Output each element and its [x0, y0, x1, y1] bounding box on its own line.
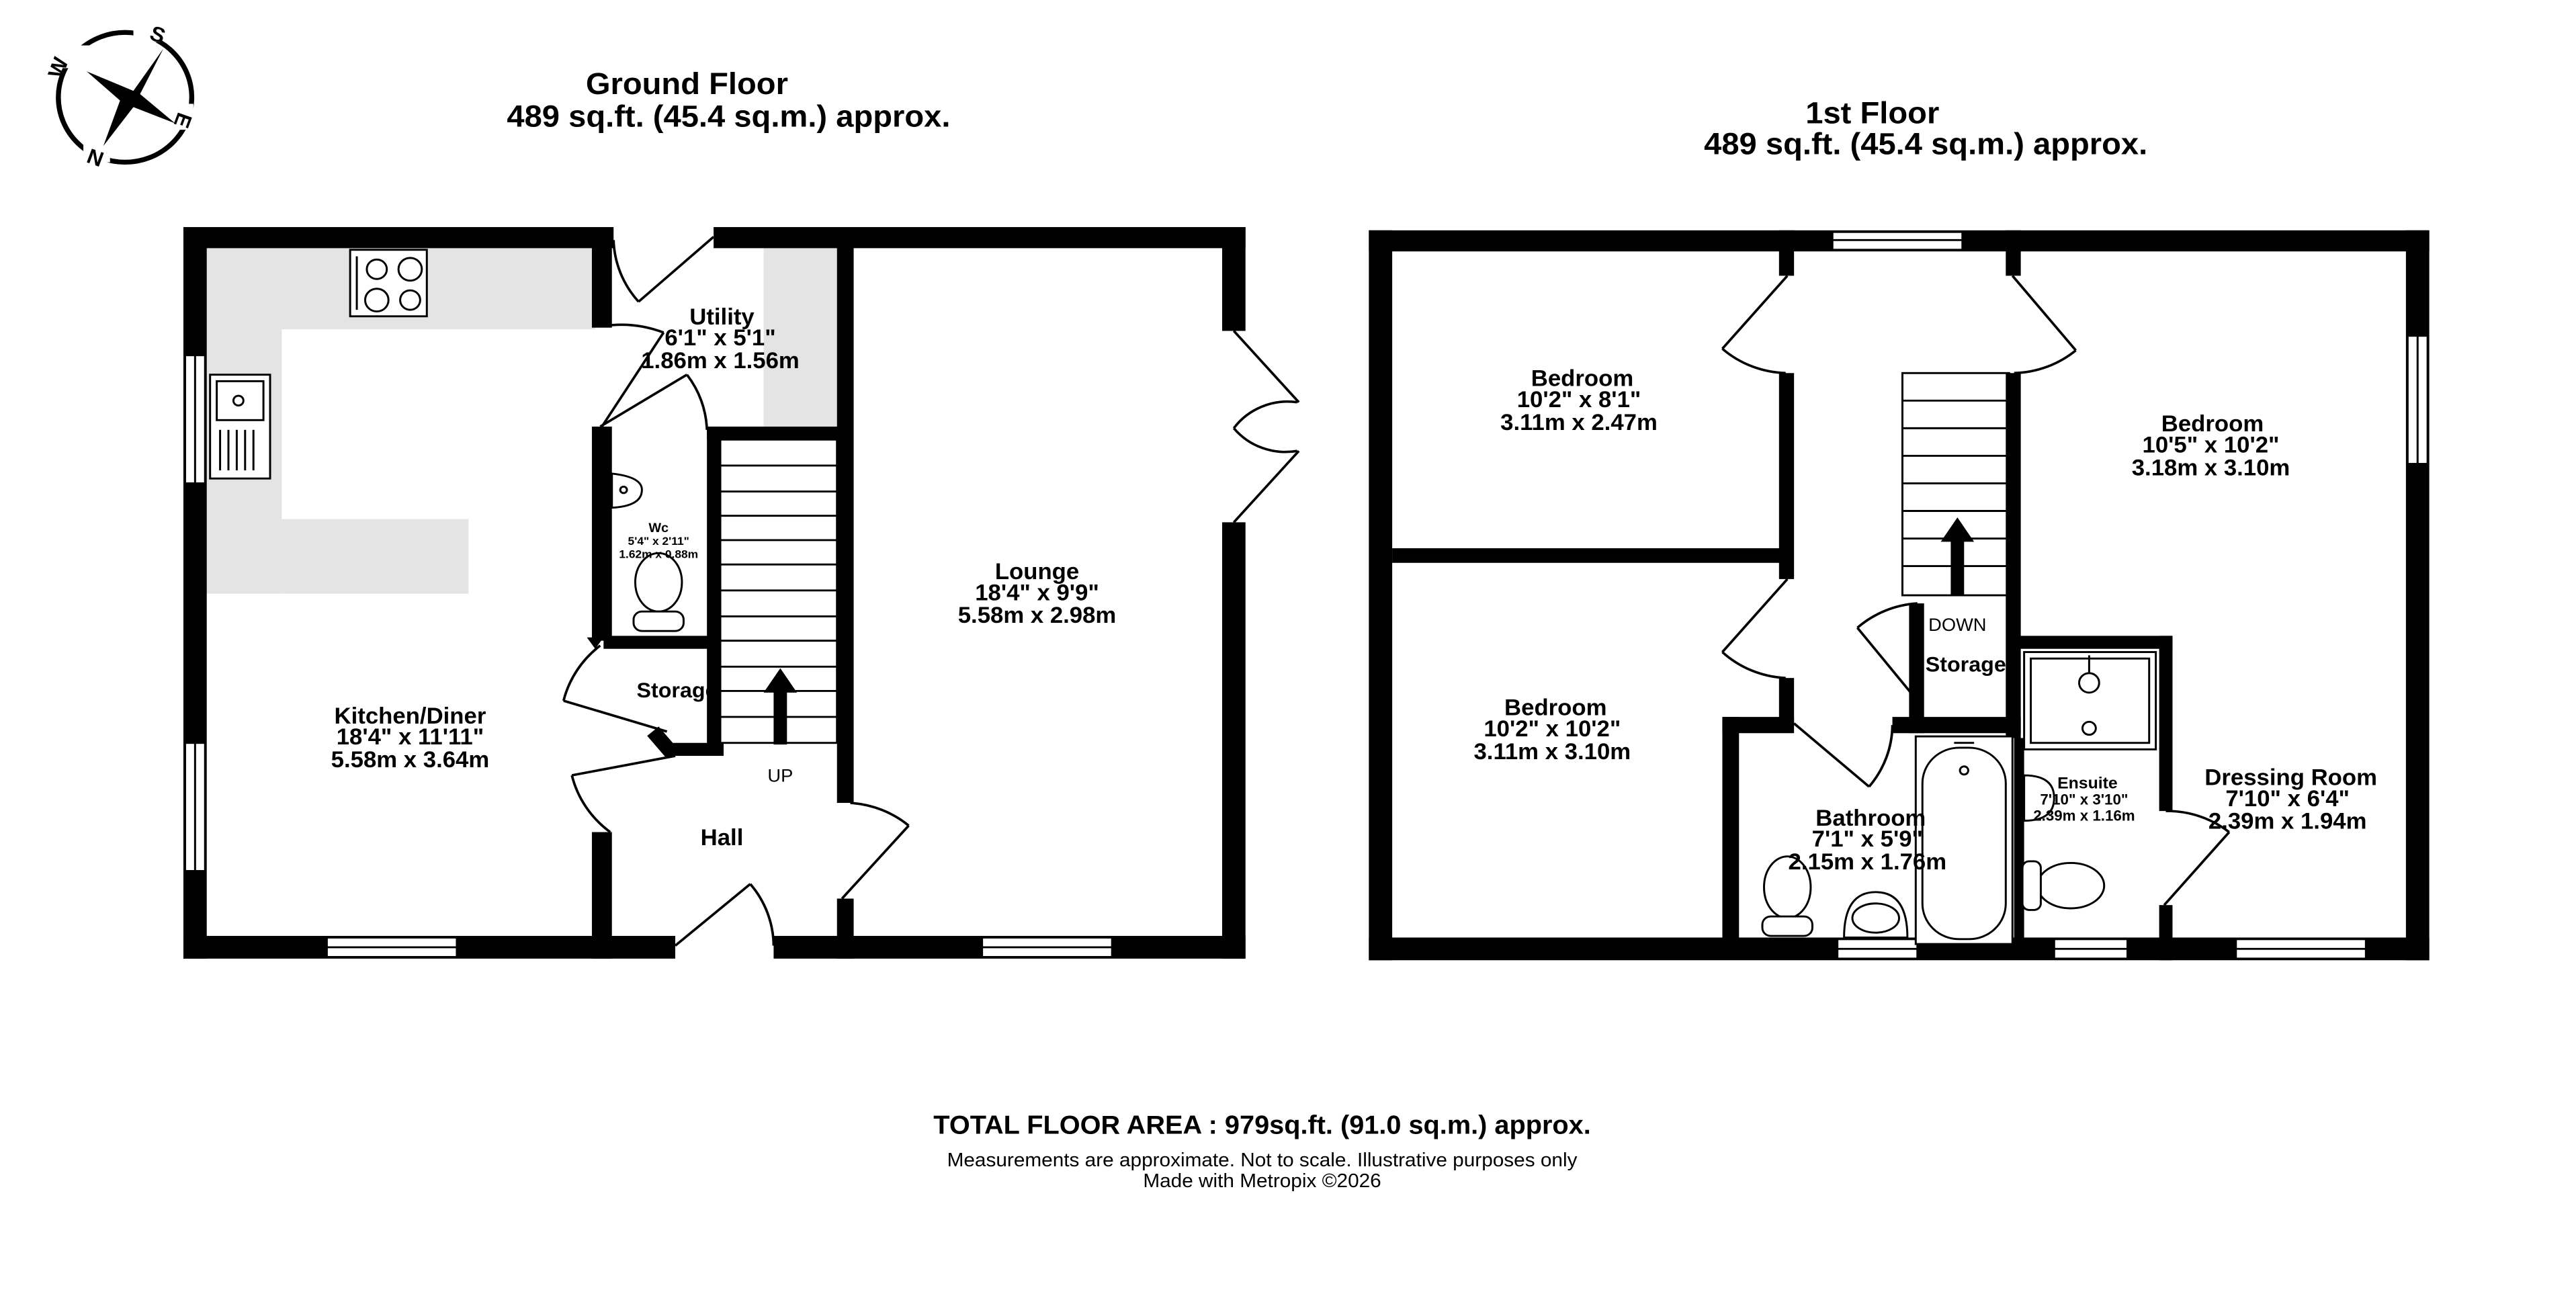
- first-floor-plan: DOWN Bedroom: [1369, 230, 2430, 961]
- bedroom-3-metric: 3.18m x 3.10m: [2132, 456, 2290, 480]
- kitchen-sink-icon: [209, 374, 271, 480]
- compass-rose-icon: S W N E: [43, 19, 197, 171]
- hall-name: Hall: [701, 825, 744, 850]
- bathroom-basin-icon: [1843, 891, 1909, 939]
- bedroom-1-name: Bedroom: [1531, 366, 1633, 391]
- ensuite-name: Ensuite: [2057, 775, 2118, 793]
- ensuite-metric: 2.39m x 1.16m: [2033, 808, 2135, 824]
- bedroom-1-imperial: 10'2" x 8'1": [1517, 387, 1641, 412]
- ground-floor-plan: UP Utility 6'1: [183, 226, 1300, 959]
- ground-storage-name: Storage: [636, 679, 717, 703]
- wc-name: Wc: [648, 521, 669, 535]
- bedroom-3-name: Bedroom: [2161, 412, 2264, 437]
- bedroom-2-metric: 3.11m x 3.10m: [1473, 739, 1631, 764]
- first-floor-windows: [1831, 230, 2429, 960]
- kitchen-name: Kitchen/Diner: [335, 703, 486, 728]
- ground-floor-windows: [183, 354, 1113, 958]
- ground-floor-area: 489 sq.ft. (45.4 sq.m.) approx.: [507, 99, 950, 133]
- first-floor-doors: [1721, 275, 2231, 906]
- utility-metric: 1.86m x 1.56m: [641, 348, 800, 373]
- bathroom-imperial: 7'1" x 5'9": [1812, 827, 1923, 852]
- ground-floor-title: Ground Floor: [586, 67, 788, 101]
- bathroom-toilet-icon: [1761, 855, 1813, 937]
- stairs-down-label: DOWN: [1928, 615, 1986, 635]
- lounge-imperial: 18'4" x 9'9": [975, 580, 1099, 605]
- kitchen-imperial: 18'4" x 11'11": [337, 725, 484, 750]
- hob-icon: [349, 249, 428, 318]
- bedroom-2-name: Bedroom: [1504, 695, 1606, 720]
- bathroom-metric: 2.15m x 1.76m: [1789, 849, 1947, 874]
- wc-imperial: 5'4" x 2'11": [628, 534, 689, 548]
- stairs-up-label: UP: [767, 766, 793, 786]
- wc-toilet-icon: [632, 552, 685, 632]
- dressing-room-name: Dressing Room: [2204, 765, 2377, 790]
- wc-basin-icon: [611, 472, 643, 509]
- ensuite-basin-icon: [2023, 774, 2055, 822]
- dressing-room-imperial: 7'10" x 6'4": [2225, 786, 2350, 811]
- bedroom-2-imperial: 10'2" x 10'2": [1484, 716, 1621, 741]
- ensuite-imperial: 7'10" x 3'10": [2040, 791, 2128, 808]
- bath-icon: [1914, 735, 2014, 945]
- wc-metric: 1.62m x 0.88m: [619, 548, 698, 561]
- ensuite-toilet-icon: [2021, 860, 2106, 911]
- bedroom-3-imperial: 10'5" x 10'2": [2143, 433, 2280, 458]
- utility-name: Utility: [689, 304, 754, 329]
- credit: Made with Metropix ©2026: [1143, 1170, 1381, 1193]
- kitchen-worktop: [206, 248, 837, 594]
- stairs-down-arrow-icon: [1940, 517, 1975, 596]
- lounge-name: Lounge: [995, 559, 1079, 584]
- disclaimer: Measurements are approximate. Not to sca…: [947, 1149, 1578, 1171]
- ensuite-shower-icon: [2023, 651, 2157, 750]
- utility-imperial: 6'1" x 5'1": [664, 326, 775, 351]
- total-floor-area: TOTAL FLOOR AREA : 979sq.ft. (91.0 sq.m.…: [933, 1111, 1590, 1139]
- bedroom-1-metric: 3.11m x 2.47m: [1500, 410, 1658, 435]
- first-floor-title: 1st Floor: [1805, 95, 1939, 130]
- ground-floor-doors: [562, 236, 1300, 947]
- lounge-metric: 5.58m x 2.98m: [958, 603, 1117, 628]
- dressing-room-metric: 2.39m x 1.94m: [2208, 809, 2367, 834]
- first-floor-area: 489 sq.ft. (45.4 sq.m.) approx.: [1704, 126, 2147, 161]
- kitchen-metric: 5.58m x 3.64m: [331, 747, 490, 772]
- first-storage-name: Storage: [1926, 652, 2006, 677]
- bathroom-name: Bathroom: [1815, 806, 1926, 830]
- stairs-up-arrow-icon: [763, 668, 798, 745]
